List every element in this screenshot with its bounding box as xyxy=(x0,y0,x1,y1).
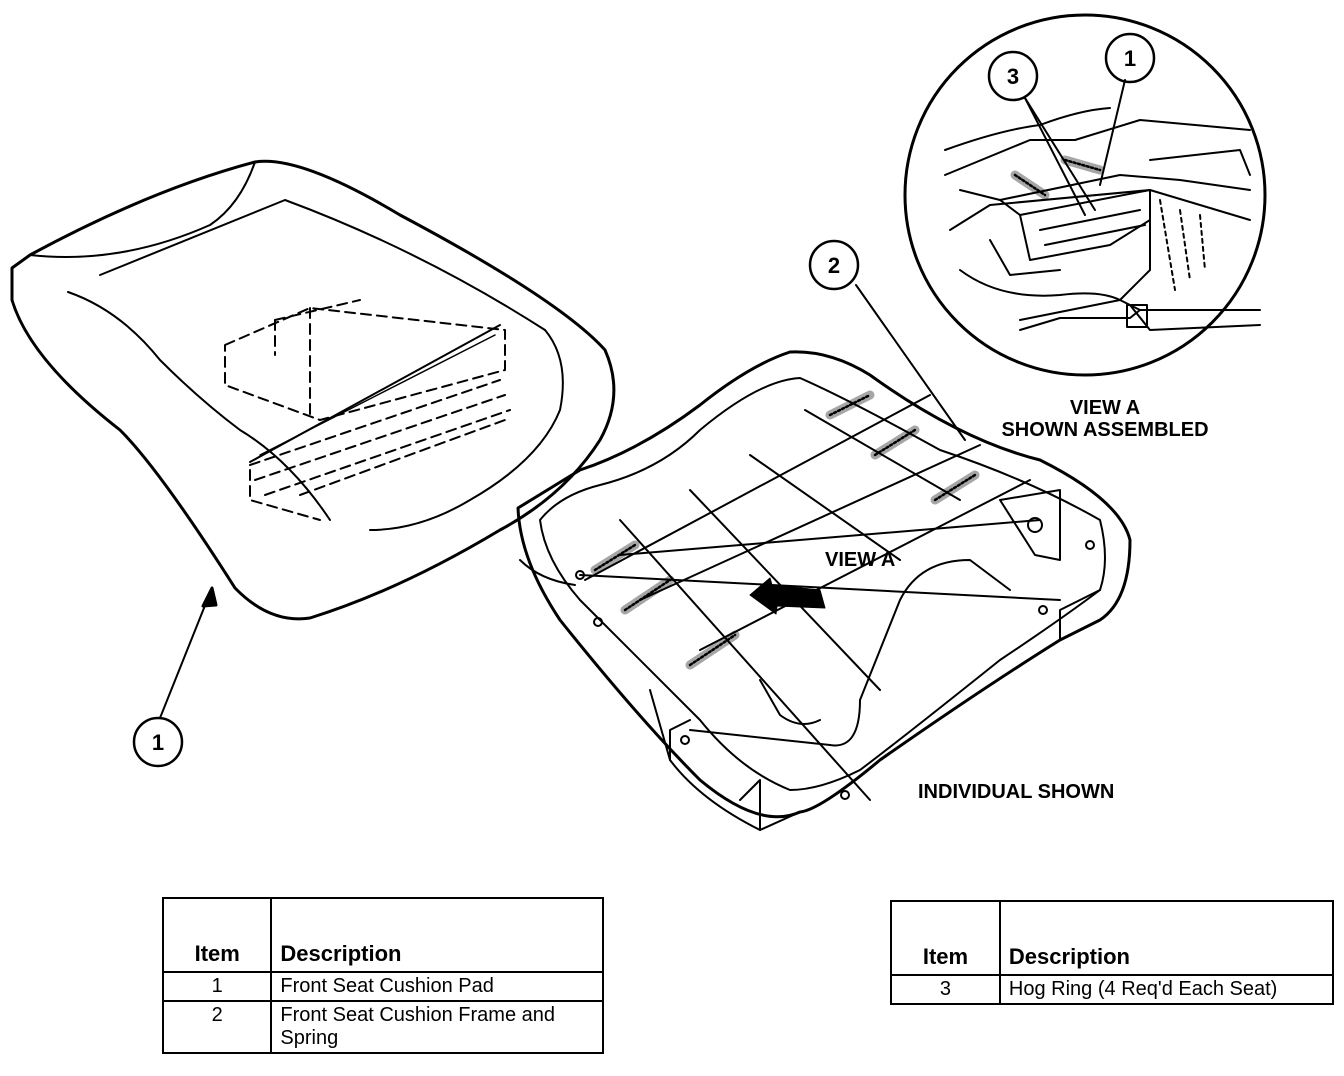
header-description: Description xyxy=(270,897,604,973)
item-description: Front Seat Cushion Pad xyxy=(270,971,604,1002)
header-item: Item xyxy=(890,900,1001,976)
header-item: Item xyxy=(161,897,273,973)
cushion-pad-drawing xyxy=(10,159,616,621)
view-a-detail xyxy=(903,13,1267,377)
table-row: 1 Front Seat Cushion Pad xyxy=(161,971,604,1002)
table-row: 3 Hog Ring (4 Req'd Each Seat) xyxy=(890,974,1335,1005)
view-a-arrow xyxy=(749,577,826,615)
legend-table-item-3: Item Description 3 Hog Ring (4 Req'd Eac… xyxy=(890,900,1335,1005)
header-description: Description xyxy=(998,900,1335,976)
callout-circle-hog-ring xyxy=(987,50,1039,102)
cushion-frame-drawing xyxy=(516,350,1132,831)
individual-shown-label: INDIVIDUAL SHOWN xyxy=(918,781,1114,803)
item-description: Hog Ring (4 Req'd Each Seat) xyxy=(998,974,1335,1005)
callout-pad-number: 1 xyxy=(152,730,164,755)
legend-header-row: Item Description xyxy=(890,900,1335,976)
item-description: Front Seat Cushion Frame and Spring xyxy=(270,1000,604,1054)
callout-circle-frame xyxy=(808,239,860,291)
callout-circle-pad xyxy=(132,716,184,768)
view-a-title-line1: VIEW A xyxy=(1070,397,1140,419)
item-number: 1 xyxy=(161,971,273,1002)
legend-header-row: Item Description xyxy=(161,897,604,973)
leader-line-frame xyxy=(855,284,966,441)
callout-detail-pad-number: 1 xyxy=(1124,46,1136,71)
legend-table-items-1-2: Item Description 1 Front Seat Cushion Pa… xyxy=(161,897,604,1054)
leader-line-pad xyxy=(159,586,218,719)
callout-hog-ring-number: 3 xyxy=(1007,64,1019,89)
item-number: 2 xyxy=(161,1000,273,1054)
callout-frame-number: 2 xyxy=(828,253,840,278)
item-number: 3 xyxy=(890,974,1001,1005)
table-row: 2 Front Seat Cushion Frame and Spring xyxy=(161,1000,604,1054)
callout-circle-detail-pad xyxy=(1104,32,1156,84)
view-a-title-line2: SHOWN ASSEMBLED xyxy=(1001,419,1208,441)
view-a-arrow-label: VIEW A xyxy=(825,549,895,571)
